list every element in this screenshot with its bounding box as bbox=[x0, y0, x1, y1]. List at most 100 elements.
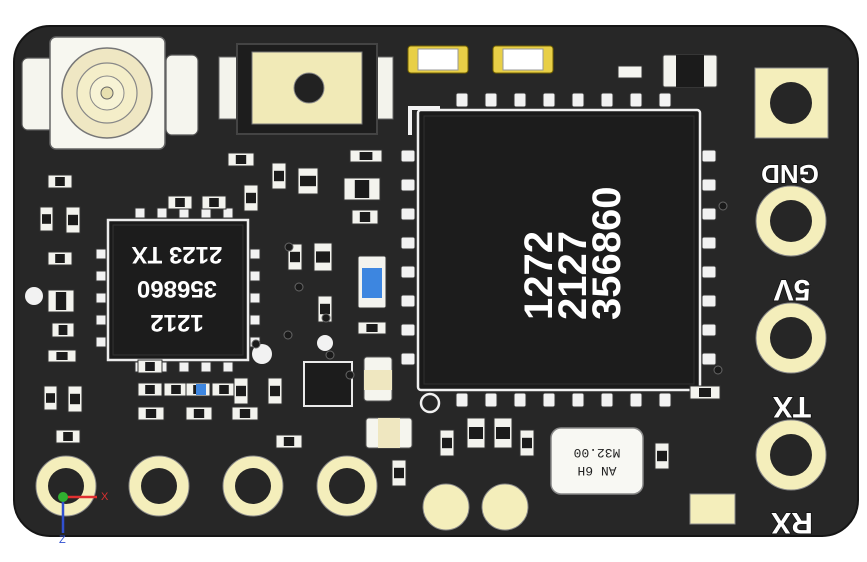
fiducial-3 bbox=[317, 335, 333, 351]
tx-chip-pin bbox=[95, 314, 107, 326]
tx-chip-pin bbox=[156, 207, 168, 219]
main-chip-line-3: 356860 bbox=[585, 187, 629, 320]
crystal-line-1: AN 6H bbox=[577, 463, 616, 478]
smd-body bbox=[145, 409, 157, 418]
chip-pin bbox=[484, 392, 498, 408]
passive-components bbox=[39, 149, 721, 487]
smd-body bbox=[236, 385, 246, 397]
tx-chip-line-3: 1212 bbox=[150, 309, 203, 336]
chip-pin bbox=[400, 352, 416, 366]
tx-chip-pin bbox=[249, 248, 261, 260]
axis-triad: X Z bbox=[58, 491, 109, 546]
axis-z-label: Z bbox=[59, 534, 66, 546]
led-1 bbox=[407, 45, 469, 74]
chip-pin bbox=[400, 207, 416, 221]
push-button bbox=[218, 43, 394, 135]
smd-body bbox=[394, 467, 404, 479]
chip-pin bbox=[701, 178, 717, 192]
smd-body bbox=[55, 177, 65, 186]
smd-body bbox=[235, 155, 247, 164]
smd-body bbox=[316, 251, 330, 263]
tx-chip-marking: 2123 TX 356860 1212 bbox=[132, 241, 223, 336]
pad-5v bbox=[755, 185, 827, 257]
smd-body bbox=[70, 393, 80, 405]
tx-chip-pin bbox=[249, 314, 261, 326]
smd-body bbox=[56, 352, 68, 360]
chip-pin bbox=[400, 294, 416, 308]
bottom-pad-3 bbox=[222, 455, 284, 517]
tx-chip-pin bbox=[95, 270, 107, 282]
smd-body bbox=[442, 437, 452, 449]
smd-body bbox=[359, 212, 371, 222]
test-pad-2 bbox=[481, 483, 529, 531]
smd-body bbox=[354, 180, 370, 198]
resistor bbox=[617, 65, 643, 79]
vias bbox=[251, 201, 728, 380]
tx-chip-pin bbox=[95, 248, 107, 260]
smd-body bbox=[145, 385, 155, 394]
tx-chip-line-1: 2123 TX bbox=[132, 241, 223, 268]
smd-body bbox=[239, 409, 251, 418]
smd-body bbox=[63, 432, 73, 441]
chip-pin bbox=[513, 392, 527, 408]
pad-tx bbox=[755, 302, 827, 374]
smd-body bbox=[46, 393, 55, 403]
via bbox=[284, 242, 294, 252]
transistor bbox=[303, 361, 353, 407]
chip-pin bbox=[658, 392, 672, 408]
smd-body bbox=[193, 409, 205, 418]
smd-body bbox=[55, 292, 67, 310]
bottom-pad-1 bbox=[35, 455, 97, 517]
chip-pin bbox=[513, 92, 527, 108]
tx-chip-pin bbox=[222, 207, 234, 219]
pad-rx bbox=[755, 419, 827, 491]
chip-pin bbox=[701, 294, 717, 308]
chip-pin bbox=[701, 207, 717, 221]
main-chip-line-1: 1272 bbox=[517, 231, 561, 320]
via bbox=[283, 330, 293, 340]
bottom-pad-2 bbox=[128, 455, 190, 517]
pad-label-gnd: GND bbox=[761, 159, 819, 189]
tx-chip bbox=[106, 218, 250, 362]
bottom-pad-4 bbox=[316, 455, 378, 517]
blue-capacitor bbox=[357, 255, 387, 309]
antenna-connector bbox=[21, 36, 199, 150]
fiducial-1 bbox=[25, 287, 43, 305]
chip-pin bbox=[455, 92, 469, 108]
chip-pin bbox=[542, 392, 556, 408]
tx-chip-pin bbox=[95, 292, 107, 304]
tx-chip-pin bbox=[178, 361, 190, 373]
smd-body bbox=[68, 214, 78, 226]
crystal: AN 6H M32.00 bbox=[550, 427, 644, 495]
chip-pin bbox=[400, 178, 416, 192]
via bbox=[345, 370, 355, 380]
smd-body bbox=[145, 362, 155, 371]
pad-label-rx: RX bbox=[771, 506, 813, 539]
tx-chip-line-2: 356860 bbox=[137, 275, 217, 302]
inductor bbox=[363, 356, 393, 402]
blue-smd bbox=[196, 384, 206, 395]
via bbox=[713, 365, 723, 375]
main-chip-line-2: 2127 bbox=[551, 231, 595, 320]
chip-pin bbox=[629, 92, 643, 108]
smd-body bbox=[359, 152, 373, 160]
smd-body bbox=[320, 303, 330, 315]
led-2 bbox=[492, 45, 554, 74]
via bbox=[718, 201, 728, 211]
smd-body bbox=[699, 388, 711, 397]
smd-body bbox=[171, 385, 181, 394]
chip-pin bbox=[701, 265, 717, 279]
test-pad-square bbox=[689, 493, 736, 525]
smd-body bbox=[219, 385, 229, 394]
smd-body bbox=[209, 198, 219, 207]
fiducial-2 bbox=[252, 344, 272, 364]
smd-body bbox=[274, 170, 284, 182]
chip-pin bbox=[455, 392, 469, 408]
smd-body bbox=[270, 385, 280, 397]
main-chip-marking: 356860 2127 1272 bbox=[517, 187, 629, 320]
smd-body bbox=[175, 198, 185, 207]
chip-pin bbox=[600, 392, 614, 408]
smd-body bbox=[522, 437, 532, 449]
axis-x-label: X bbox=[101, 491, 109, 503]
